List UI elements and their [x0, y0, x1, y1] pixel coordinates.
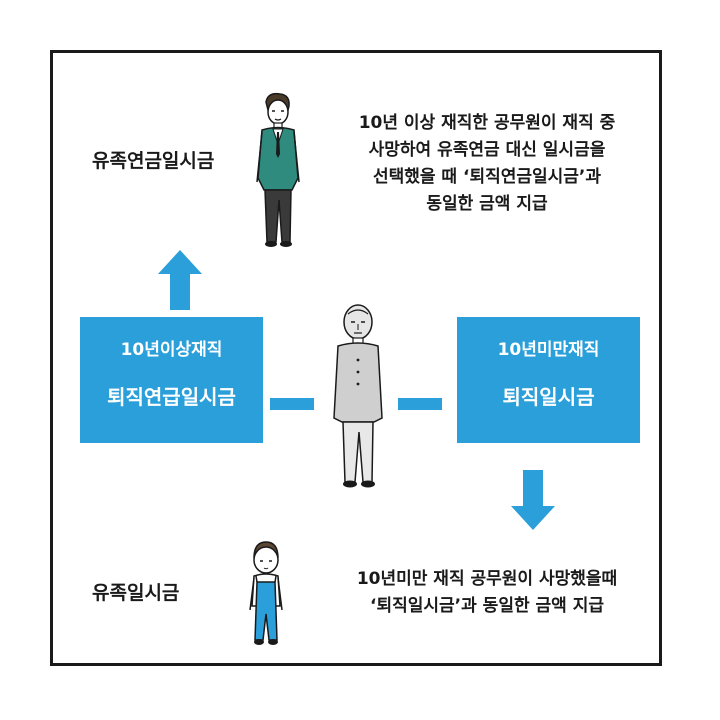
- top-description-line: 10년 이상 재직한 공무원이 재직 중: [358, 113, 616, 133]
- under-10-years-box: 10년미만재직 퇴직일시금: [457, 317, 640, 443]
- top-description-line: 사망하여 유족연금 대신 일시금을: [368, 140, 606, 160]
- over-10-years-label: 10년이상재직: [120, 340, 223, 360]
- over-10-years-box: 10년이상재직 퇴직연급일시금: [80, 317, 263, 443]
- connector-right: [398, 398, 442, 410]
- top-description: 10년 이상 재직한 공무원이 재직 중 사망하여 유족연금 대신 일시금을 선…: [322, 110, 652, 218]
- bottom-description-line: 10년미만 재직 공무원이 사망했을때: [356, 569, 618, 589]
- under-10-years-label: 10년미만재직: [497, 340, 600, 360]
- bottom-description: 10년미만 재직 공무원이 사망했을때 ‘퇴직일시금’과 동일한 금액 지급: [322, 566, 652, 620]
- retirement-pension-lump-sum-label: 퇴직연급일시금: [107, 385, 236, 409]
- survivor-pension-lump-sum-label: 유족연금일시금: [92, 150, 215, 172]
- bottom-description-line: ‘퇴직일시금’과 동일한 금액 지급: [370, 596, 604, 616]
- child-figure: [249, 541, 283, 645]
- arrow-up-icon: [158, 250, 202, 310]
- top-description-line: 동일한 금액 지급: [426, 194, 548, 214]
- top-description-line: 선택했을 때 ‘퇴직연금일시금’과: [372, 167, 602, 187]
- arrow-down-icon: [511, 470, 555, 530]
- old-man-figure: [333, 304, 383, 488]
- young-man-suit-figure: [256, 92, 300, 247]
- survivor-lump-sum-label: 유족일시금: [92, 582, 180, 604]
- retirement-lump-sum-label: 퇴직일시금: [502, 385, 595, 409]
- connector-left: [270, 398, 314, 410]
